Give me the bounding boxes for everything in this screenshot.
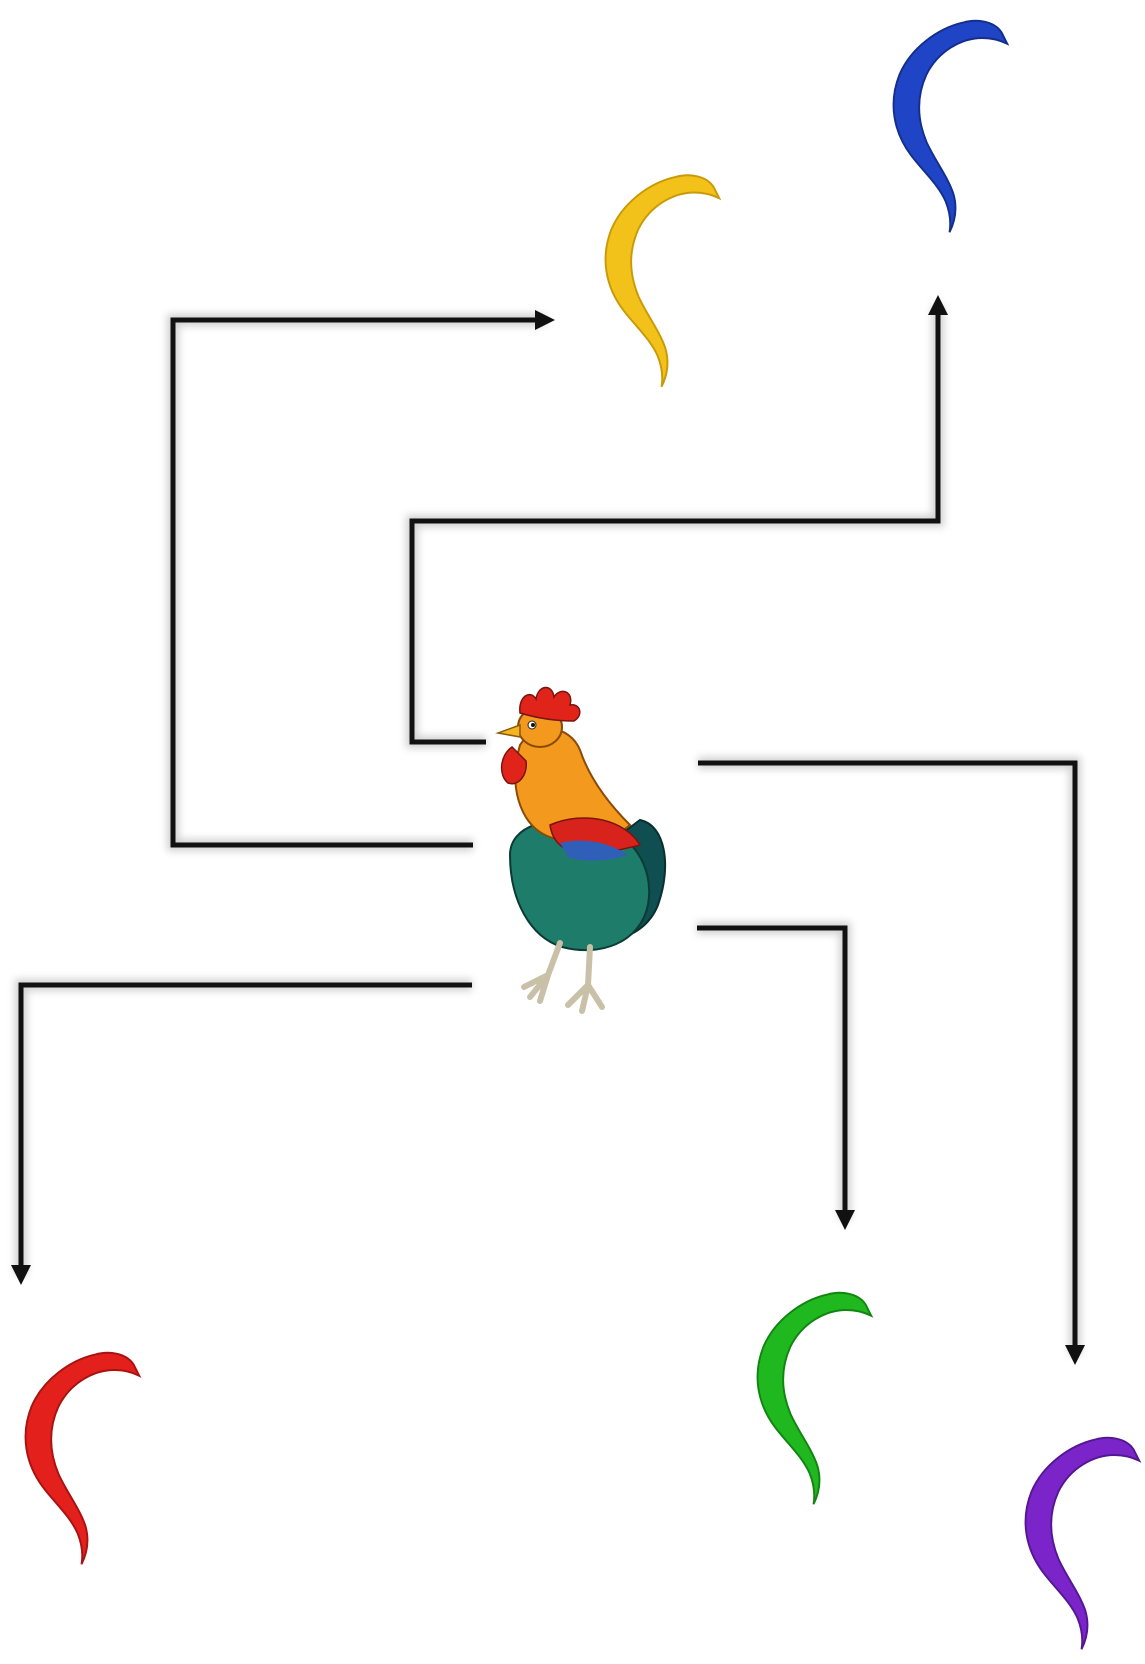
rooster-comb [520,687,580,721]
path-to-yellow-feather[interactable] [173,320,545,845]
rooster-pupil [531,723,535,727]
path-to-green-feather[interactable] [697,928,845,1220]
purple-feather [1026,1438,1140,1649]
path-to-purple-feather[interactable] [698,763,1075,1355]
path-to-red-feather[interactable] [21,985,472,1275]
green-feather [758,1293,872,1504]
rooster-leg-right [568,947,602,1011]
rooster [498,687,665,1011]
red-feather [26,1353,140,1564]
rooster-leg-left [524,943,560,1001]
rooster-beak [498,725,520,737]
path-to-blue-feather[interactable] [412,305,938,742]
yellow-feather [606,175,720,386]
blue-feather [894,21,1008,232]
